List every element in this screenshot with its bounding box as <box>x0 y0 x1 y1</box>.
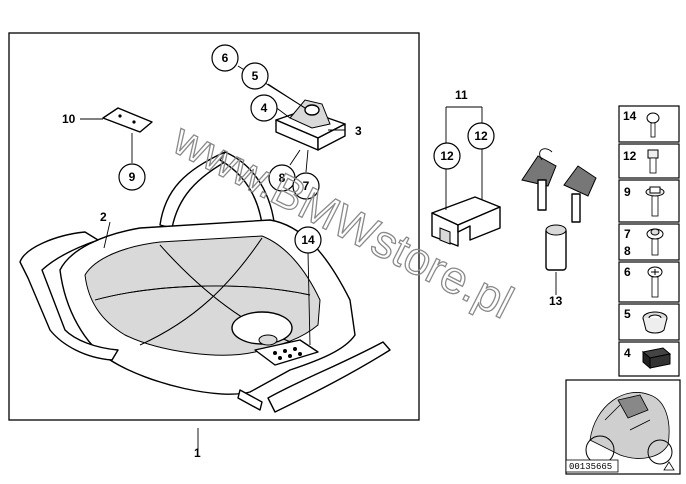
label-7: 7 <box>303 179 310 193</box>
keys-and-lock-cylinder-part-13 <box>521 148 597 271</box>
side-cell-12 <box>618 143 680 179</box>
svg-text:12: 12 <box>623 149 637 163</box>
flange-screw-icon <box>645 186 665 217</box>
label-1: 1 <box>194 446 201 460</box>
rubber-pad-icon <box>641 347 672 370</box>
side-parts-panel: 14 12 9 7 8 6 <box>618 105 680 377</box>
label-4: 4 <box>261 101 268 115</box>
label-10: 10 <box>62 112 76 126</box>
triangle-icon <box>663 461 675 471</box>
label-12b: 12 <box>474 129 488 143</box>
svg-text:14: 14 <box>623 109 637 123</box>
main-frame-border <box>8 32 420 421</box>
side-cell-6 <box>618 261 680 303</box>
label-2: 2 <box>100 210 107 224</box>
label-12a: 12 <box>440 149 454 163</box>
label-11: 11 <box>455 88 468 102</box>
label-3: 3 <box>355 124 362 138</box>
mounting-block-part-11 <box>431 196 501 247</box>
svg-text:6: 6 <box>624 265 631 279</box>
label-14: 14 <box>301 233 315 247</box>
label-8: 8 <box>279 171 286 185</box>
side-cell-4 <box>618 341 680 377</box>
luggage-rack-illustration <box>19 151 391 413</box>
lock-housing-part-3 <box>275 99 346 151</box>
label-5: 5 <box>252 69 259 83</box>
svg-text:9: 9 <box>624 185 631 199</box>
side-cell-5 <box>618 303 680 341</box>
side-cell-9 <box>618 179 680 223</box>
label-9: 9 <box>129 170 136 184</box>
cap-screw-icon <box>647 149 659 174</box>
side-cell-7-8 <box>618 223 680 261</box>
reference-code: 00135665 <box>569 462 612 472</box>
bracket-part-10 <box>102 107 153 133</box>
svg-text:8: 8 <box>624 244 631 258</box>
grommet-icon <box>642 311 668 334</box>
label-6: 6 <box>222 51 229 65</box>
location-thumbnail: 00135665 <box>565 379 681 475</box>
dome-screw-icon <box>646 112 660 138</box>
svg-text:5: 5 <box>624 307 631 321</box>
phillips-screw-icon <box>647 266 663 298</box>
label-13: 13 <box>549 294 563 308</box>
washer-screw-icon <box>646 228 664 256</box>
callout-labels: 10 9 2 1 6 5 4 3 8 7 14 11 12 12 13 <box>62 44 563 460</box>
svg-text:4: 4 <box>624 346 631 360</box>
svg-text:7: 7 <box>624 227 631 241</box>
side-cell-14 <box>618 105 680 143</box>
